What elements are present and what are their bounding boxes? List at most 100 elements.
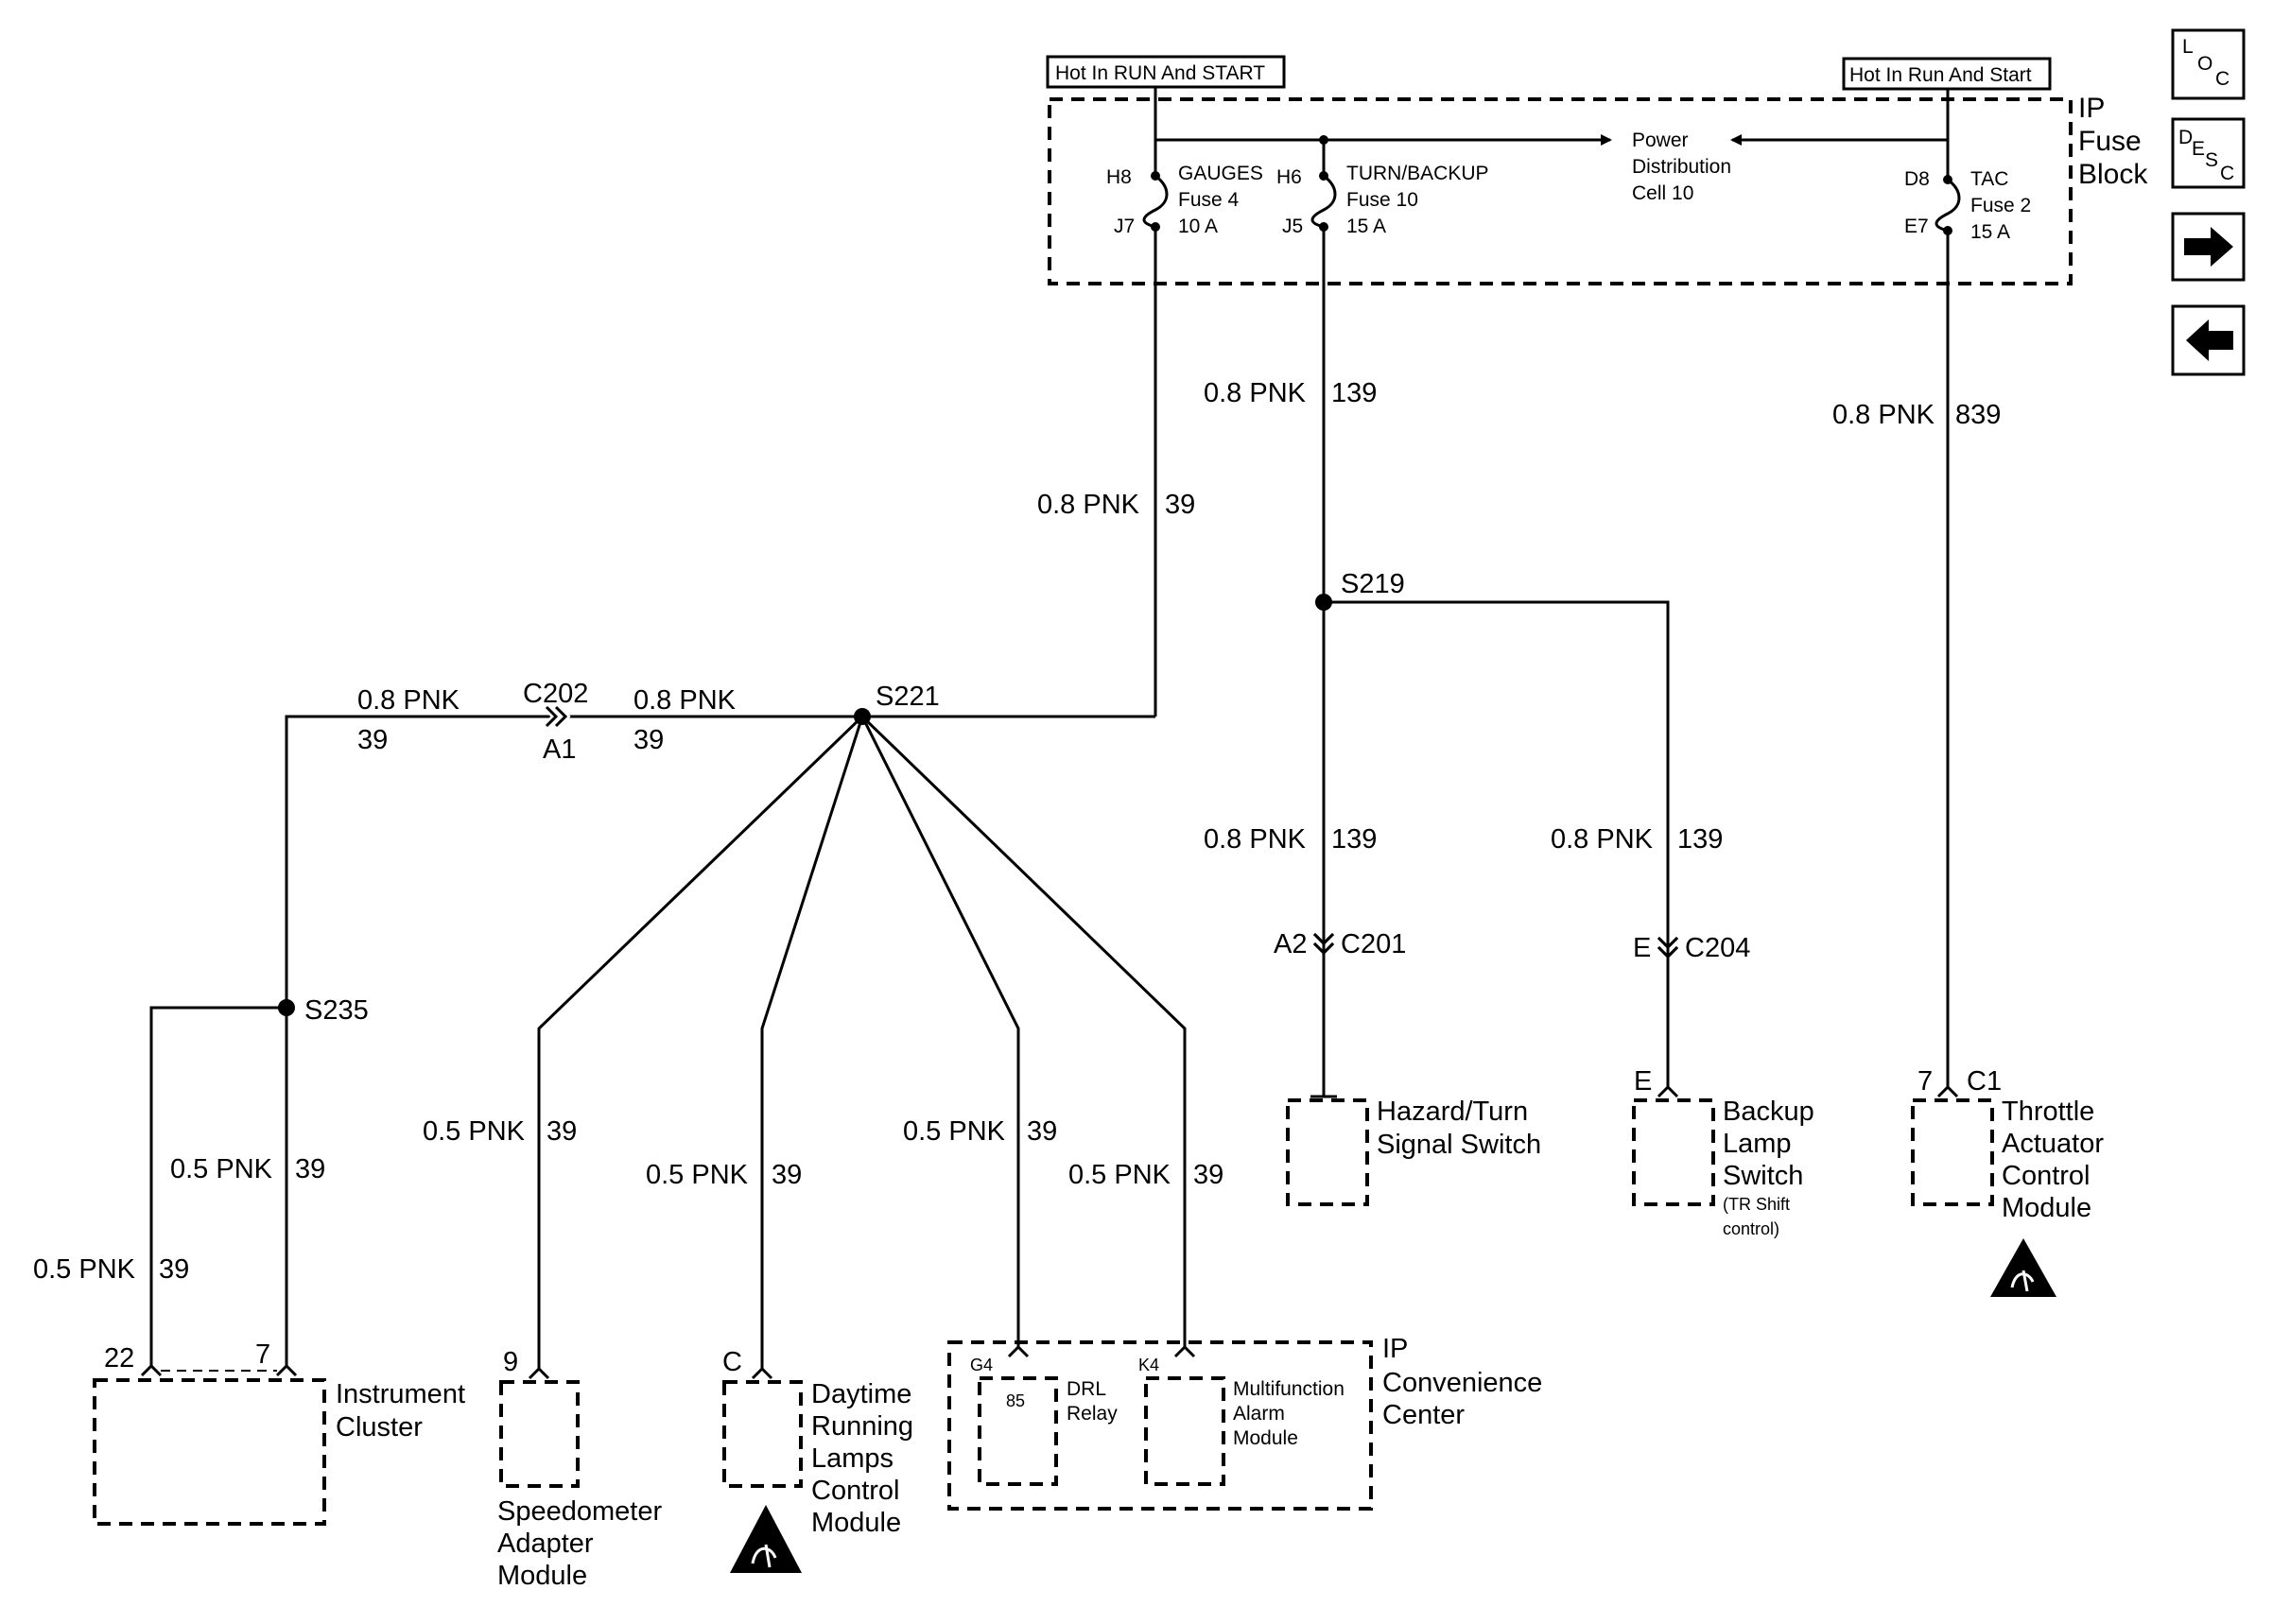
hazard-turn-signal-switch: Hazard/Turn Signal Switch	[1286, 1095, 1541, 1206]
throttle-actuator-control-module: 7 C1 Throttle Actuator Control Module	[1911, 1066, 2104, 1297]
wire-39-speedo-circuit: 39	[547, 1116, 577, 1147]
fuse-tac-amps: 15 A	[1970, 221, 2010, 243]
wire-139-top-circuit: 139	[1331, 378, 1377, 408]
drl-line-1: Daytime	[811, 1379, 911, 1409]
backup-lamp-switch: E Backup Lamp Switch (TR Shift control)	[1632, 1066, 1814, 1238]
cluster-line-1: Instrument	[336, 1379, 465, 1409]
alarm-pin: K4	[1138, 1356, 1159, 1374]
fuse-block-title-3: Block	[2078, 159, 2148, 190]
drl-control-module: C Daytime Running Lamps Control Module	[722, 1347, 913, 1573]
c204-name: C204	[1685, 933, 1750, 963]
cluster-line-2: Cluster	[336, 1412, 423, 1443]
wire-39-speedo-size: 0.5 PNK	[423, 1116, 526, 1147]
loc-letter-l: L	[2182, 36, 2194, 58]
wire-39-drl	[760, 716, 864, 1369]
tac-line-1: Throttle	[2002, 1097, 2094, 1127]
pdc-line-2: Distribution	[1632, 156, 1731, 178]
connector-c204: E C204	[1633, 933, 1750, 963]
speedometer-adapter-module: 9 Speedometer Adapter Module	[497, 1347, 662, 1591]
left-arrow-icon	[2186, 320, 2233, 361]
fuse-turn-name: TURN/BACKUP	[1346, 163, 1489, 184]
desc-button[interactable]: D E S C	[2171, 117, 2246, 189]
wire-39-top-size: 0.8 PNK	[1037, 490, 1140, 520]
pdc-line-3: Cell 10	[1632, 182, 1693, 204]
desc-letter-e: E	[2192, 138, 2205, 160]
fuse-gauges-name: GAUGES	[1178, 163, 1263, 184]
wire-839-size: 0.8 PNK	[1832, 400, 1935, 430]
splice-s219-label: S219	[1341, 569, 1405, 599]
desc-letter-d: D	[2178, 127, 2193, 148]
desc-letter-c: C	[2220, 163, 2234, 184]
wire-39-cluster22-circuit: 39	[159, 1254, 189, 1285]
drl-relay-terminal: 85	[1006, 1391, 1025, 1410]
wire-39-speedo	[537, 715, 864, 1369]
drl-relay-pin: G4	[970, 1356, 993, 1374]
hot-label-box-right	[1842, 57, 2052, 91]
drl-line-3: Lamps	[811, 1443, 894, 1474]
right-arrow-icon	[2184, 227, 2233, 267]
fuse-tac-name: TAC	[1970, 168, 2008, 190]
prev-arrow-button[interactable]	[2171, 304, 2246, 376]
wire-39-relay	[860, 716, 1020, 1347]
wire-39-cluster7-circuit: 39	[295, 1154, 325, 1184]
ip-fuse-block: IP Fuse Block Hot In RUN And START Hot I…	[1046, 55, 2148, 285]
esd-icon	[1990, 1238, 2056, 1297]
alarm-line-3: Module	[1233, 1427, 1298, 1449]
backup-line-1: Backup	[1723, 1097, 1814, 1127]
pdc-line-1: Power	[1632, 130, 1689, 151]
speedo-line-3: Module	[497, 1561, 587, 1591]
fuse-tac-pin-out: E7	[1904, 216, 1929, 237]
c201-name: C201	[1341, 929, 1406, 959]
c201-pin: A2	[1274, 929, 1307, 959]
desc-letter-s: S	[2205, 149, 2218, 171]
instrument-cluster: 22 7 Instrument Cluster	[93, 1339, 465, 1526]
wire-39-to-s235	[285, 715, 862, 1366]
c202-pin: A1	[543, 734, 576, 765]
next-arrow-button[interactable]	[2171, 212, 2246, 282]
fuse-block-outline	[1048, 97, 2073, 285]
wire-39-c202-right-size: 0.8 PNK	[633, 685, 737, 716]
fuse-gauges: H8 J7 GAUGES Fuse 4 10 A	[1106, 140, 1263, 237]
wire-39-relay-size: 0.5 PNK	[903, 1116, 1006, 1147]
fuse-turn-fuse: Fuse 10	[1346, 189, 1418, 211]
fuse-tac-pin-in: D8	[1904, 168, 1930, 190]
loc-button[interactable]: L O C	[2171, 28, 2246, 100]
wire-39-c202-right-circuit: 39	[633, 725, 664, 755]
fuse-block-title-2: Fuse	[2078, 126, 2142, 157]
ipcc-line-2: Convenience	[1382, 1368, 1542, 1398]
ipcc-line-1: IP	[1382, 1334, 1408, 1364]
cluster-pin-22: 22	[104, 1343, 134, 1373]
drl-relay-line-2: Relay	[1067, 1403, 1118, 1425]
tac-pin: 7	[1917, 1066, 1933, 1097]
tac-line-2: Actuator	[2002, 1129, 2104, 1159]
backup-note-1: (TR Shift	[1723, 1195, 1790, 1214]
speedo-pin: 9	[503, 1347, 518, 1377]
wire-39-alarm-size: 0.5 PNK	[1068, 1160, 1171, 1190]
backup-pin: E	[1634, 1066, 1652, 1097]
fuse-gauges-amps: 10 A	[1178, 216, 1218, 237]
speedo-line-1: Speedometer	[497, 1496, 662, 1527]
fuse-gauges-pin-out: J7	[1114, 216, 1135, 237]
hot-label-right: Hot In Run And Start	[1849, 64, 2032, 86]
fuse-tac-fuse: Fuse 2	[1970, 195, 2031, 216]
fuse-gauges-pin-in: H8	[1106, 166, 1132, 188]
wire-39-drl-circuit: 39	[772, 1160, 802, 1190]
wire-39-drl-size: 0.5 PNK	[646, 1160, 749, 1190]
loc-letter-c: C	[2215, 68, 2230, 90]
drl-line-2: Running	[811, 1411, 913, 1442]
fuse-gauges-fuse: Fuse 4	[1178, 189, 1240, 211]
wire-39-c202-left-circuit: 39	[357, 725, 388, 755]
hazard-line-2: Signal Switch	[1377, 1130, 1541, 1160]
hazard-line-1: Hazard/Turn	[1377, 1097, 1528, 1127]
c202-name: C202	[523, 679, 588, 709]
connector-c202: C202 A1	[523, 679, 588, 765]
speedo-line-2: Adapter	[497, 1529, 594, 1559]
multifunction-alarm-module: K4 Multifunction Alarm Module	[1138, 1344, 1345, 1486]
wire-839-circuit: 839	[1955, 400, 2001, 430]
c204-pin: E	[1633, 933, 1651, 963]
wire-39-alarm-circuit: 39	[1193, 1160, 1223, 1190]
fuse-turn-pin-out: J5	[1282, 216, 1303, 237]
wire-39-cluster7-size: 0.5 PNK	[170, 1154, 273, 1184]
fuse-block-title-1: IP	[2078, 93, 2105, 124]
